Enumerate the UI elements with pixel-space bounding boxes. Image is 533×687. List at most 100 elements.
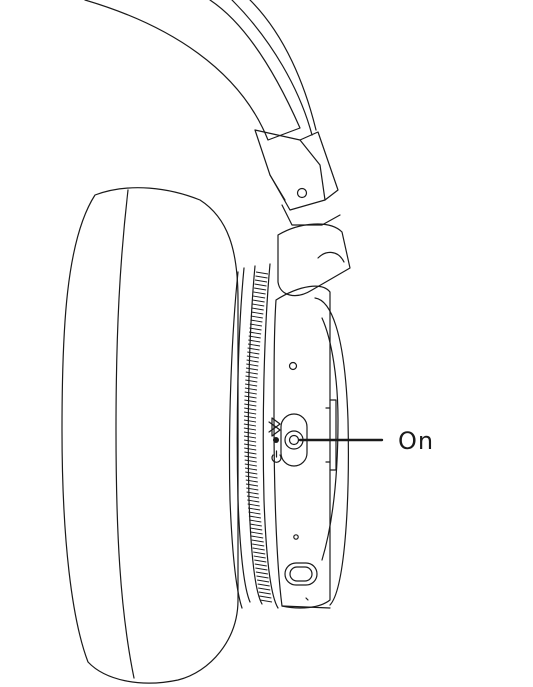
- knurl-tick: [249, 331, 262, 335]
- knurl-tick: [249, 327, 262, 331]
- knurl-tick: [247, 351, 260, 355]
- hinge-screw-icon: [296, 187, 308, 199]
- knurl-tick: [251, 539, 264, 543]
- knurl-tick: [255, 271, 269, 275]
- hinge-slider: [254, 129, 341, 226]
- knurl-tick: [245, 479, 258, 483]
- knurl-tick: [245, 471, 258, 475]
- knurl-tick: [247, 347, 260, 351]
- knurl-tick: [243, 415, 257, 419]
- knurl-tick: [247, 503, 260, 507]
- knurl-tick: [250, 527, 263, 531]
- knurl-tick: [246, 363, 259, 367]
- knurl-tick: [244, 407, 257, 411]
- side-control-panel: [325, 399, 337, 471]
- headband: [84, 0, 317, 141]
- knurl-tick: [253, 291, 266, 295]
- knurl-tick: [254, 283, 267, 287]
- knurl-tick: [255, 571, 268, 575]
- knurl-tick: [253, 551, 266, 555]
- knurl-tick: [246, 359, 259, 363]
- knurl-tick: [255, 275, 268, 279]
- knurl-tick: [254, 287, 267, 291]
- knurl-tick: [244, 391, 257, 395]
- knurl-tick: [258, 587, 271, 591]
- knurled-ring: [228, 263, 279, 609]
- power-icon: [271, 450, 282, 463]
- knurl-tick: [243, 419, 257, 423]
- knurl-tick: [253, 555, 266, 559]
- knurl-tick: [245, 375, 258, 379]
- knurl-tick: [248, 335, 261, 339]
- knurl-tick: [245, 379, 258, 383]
- knurl-tick: [243, 435, 257, 439]
- callout-label: On: [398, 427, 434, 455]
- knurl-tick: [249, 519, 262, 523]
- knurl-tick: [259, 599, 273, 603]
- knurl-tick: [257, 579, 270, 583]
- knurl-tick: [259, 595, 272, 599]
- knurl-tick: [246, 491, 259, 495]
- knurl-tick: [248, 515, 261, 519]
- knurl-tick: [244, 459, 257, 463]
- knurl-tick: [246, 495, 260, 499]
- knurl-tick: [255, 567, 268, 571]
- knurl-tick: [244, 439, 257, 443]
- knurl-tick: [244, 411, 257, 415]
- bottom-seam: [305, 597, 309, 601]
- knurl-tick: [248, 511, 261, 515]
- ear-cushion: [61, 187, 239, 684]
- knurl-tick: [243, 431, 257, 435]
- knurl-tick: [248, 507, 261, 511]
- knurl-tick: [246, 355, 259, 359]
- knurl-tick: [256, 575, 269, 579]
- knurl-tick: [244, 447, 257, 451]
- knurl-tick: [245, 483, 259, 487]
- knurl-tick: [249, 523, 262, 527]
- knurl-tick: [252, 303, 265, 307]
- knurl-tick: [250, 319, 263, 323]
- knurl-tick: [249, 323, 262, 327]
- microphone-hole-icon: [288, 361, 298, 371]
- knurl-tick: [258, 591, 271, 595]
- knurl-tick: [257, 583, 270, 587]
- knurl-tick: [244, 463, 257, 467]
- knurl-tick: [250, 531, 263, 535]
- knurl-tick: [245, 475, 258, 479]
- knurl-tick: [252, 543, 265, 547]
- knurl-tick: [244, 395, 257, 399]
- knurl-tick: [251, 307, 264, 311]
- yoke: [277, 223, 351, 297]
- knurl-tick: [247, 343, 261, 347]
- knurl-tick: [252, 299, 265, 303]
- knurl-texture: [243, 271, 273, 603]
- knurl-tick: [254, 279, 268, 283]
- knurl-tick: [251, 311, 264, 315]
- knurl-tick: [245, 367, 259, 371]
- knurl-tick: [246, 487, 259, 491]
- knurl-tick: [244, 451, 257, 455]
- knurl-tick: [247, 499, 260, 503]
- microphone-hole-icon: [293, 534, 299, 540]
- knurl-tick: [245, 371, 258, 375]
- knurl-tick: [244, 403, 257, 407]
- knurl-tick: [244, 443, 257, 447]
- knurl-tick: [243, 427, 256, 431]
- knurl-tick: [244, 387, 257, 391]
- knurl-tick: [243, 423, 256, 427]
- status-indicator-dot-icon: [273, 437, 279, 443]
- knurl-tick: [254, 559, 267, 563]
- knurl-tick: [253, 295, 266, 299]
- knurl-tick: [248, 339, 261, 343]
- knurl-tick: [252, 547, 265, 551]
- knurl-tick: [254, 563, 267, 567]
- bluetooth-icon: [268, 417, 281, 437]
- knurl-tick: [250, 315, 263, 319]
- knurl-tick: [244, 399, 257, 403]
- audio-jack-icon: [284, 562, 318, 586]
- ear-cup-shell: [273, 285, 349, 609]
- knurl-tick: [244, 455, 257, 459]
- knurl-tick: [244, 467, 258, 471]
- knurl-tick: [251, 535, 264, 539]
